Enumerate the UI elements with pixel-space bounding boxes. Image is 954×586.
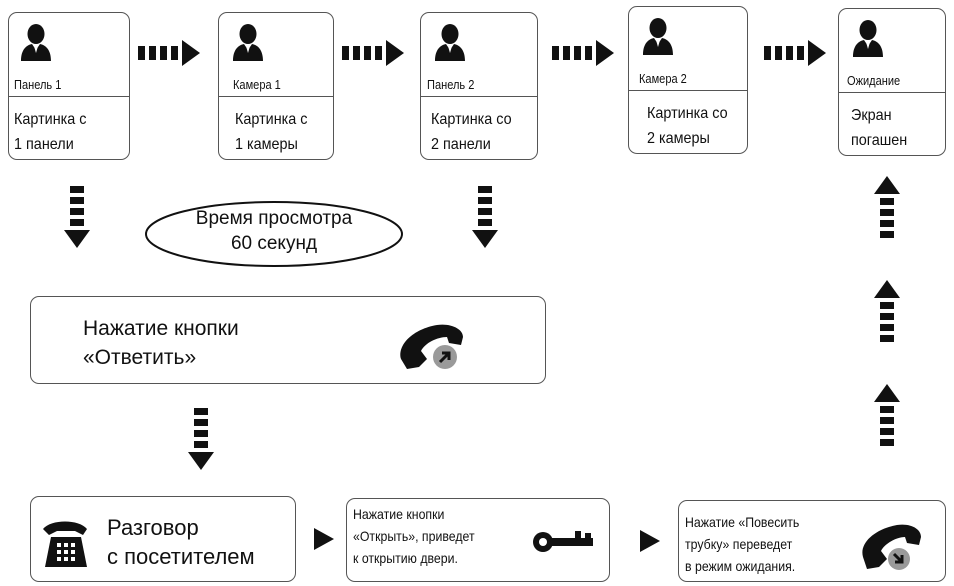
arrow-right <box>138 40 200 66</box>
person-icon <box>21 24 51 61</box>
person-icon <box>233 24 263 61</box>
person-icon <box>435 24 465 61</box>
handset-answer-icon <box>400 324 463 369</box>
card-title: Камера 2 <box>639 71 687 86</box>
card-title: Камера 1 <box>233 77 281 92</box>
open-text: Нажатие кнопки «Открыть», приведет к отк… <box>353 506 475 566</box>
arrow-right <box>764 40 826 66</box>
card-body: Картинка со 2 камеры <box>647 105 728 147</box>
open-box: Нажатие кнопки «Открыть», приведет к отк… <box>346 498 610 582</box>
arrow-up <box>874 176 900 238</box>
key-icon <box>533 531 593 552</box>
viewing-time-label: Время просмотра 60 секунд <box>195 208 353 254</box>
hangup-text: Нажатие «Повесить трубку» переведет в ре… <box>685 514 800 574</box>
arrow-up <box>874 280 900 342</box>
card-title: Панель 1 <box>14 77 62 92</box>
card-body: Картинка с 1 камеры <box>235 111 308 153</box>
card-title: Панель 2 <box>427 77 475 92</box>
talk-text: Разговор с посетителем <box>107 515 255 569</box>
answer-box: Нажатие кнопки «Ответить» <box>30 296 546 384</box>
arrow-right <box>552 40 614 66</box>
person-icon <box>643 18 673 55</box>
arrow-right-small <box>314 528 334 550</box>
arrow-right-small <box>640 530 660 552</box>
card-standby: Ожидание Экран погашен <box>838 8 946 156</box>
talk-box: Разговор с посетителем <box>30 496 296 582</box>
arrow-down <box>472 186 498 248</box>
person-icon <box>853 20 883 57</box>
telephone-icon <box>43 521 87 567</box>
viewing-time-ellipse <box>145 201 403 267</box>
arrow-down <box>64 186 90 248</box>
arrow-up <box>874 384 900 446</box>
card-camera-1: Камера 1 Картинка с 1 камеры <box>218 12 334 160</box>
card-camera-2: Камера 2 Картинка со 2 камеры <box>628 6 748 154</box>
hangup-box: Нажатие «Повесить трубку» переведет в ре… <box>678 500 946 582</box>
answer-text: Нажатие кнопки «Ответить» <box>83 317 239 369</box>
arrow-right <box>342 40 404 66</box>
handset-hangup-icon <box>862 524 921 570</box>
card-panel-2: Панель 2 Картинка со 2 панели <box>420 12 538 160</box>
card-panel-1: Панель 1 Картинка с 1 панели <box>8 12 130 160</box>
card-title: Ожидание <box>847 73 901 88</box>
card-body: Картинка с 1 панели <box>14 111 87 153</box>
arrow-down <box>188 408 214 470</box>
card-body: Экран погашен <box>851 107 908 149</box>
card-body: Картинка со 2 панели <box>431 111 512 153</box>
